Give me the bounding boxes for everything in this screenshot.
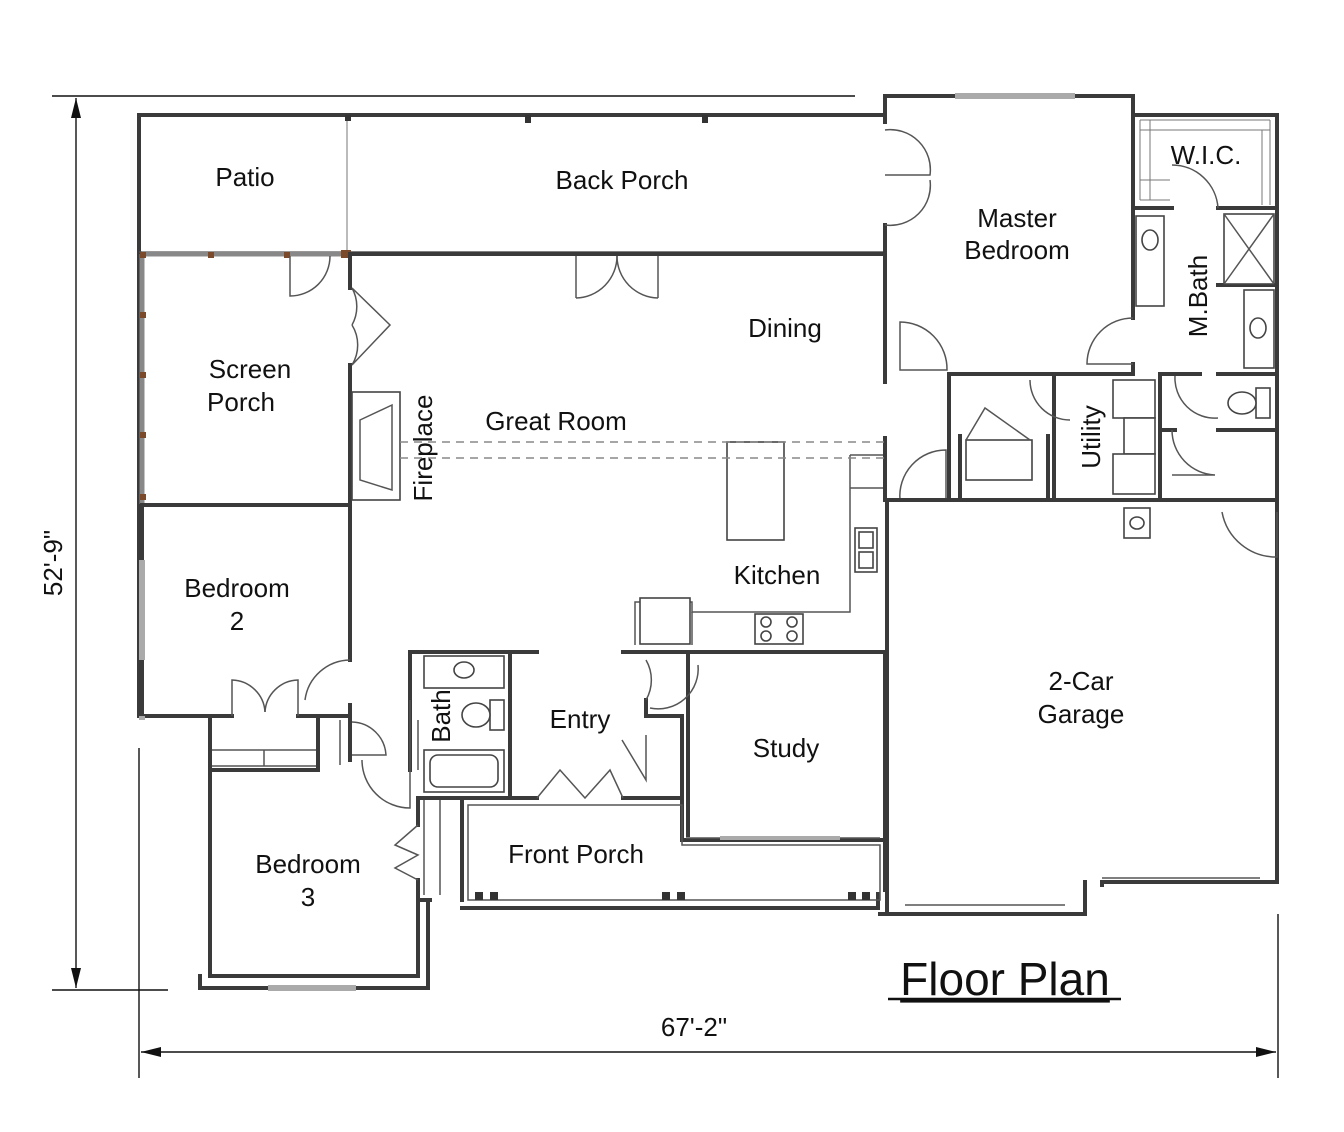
study-label: Study <box>753 733 820 763</box>
master-suite-walls <box>884 94 1279 502</box>
front-porch-label: Front Porch <box>508 839 644 869</box>
width-dimension <box>138 748 1279 1078</box>
bath-label: Bath <box>426 689 456 743</box>
screen-porch-walls <box>139 250 351 504</box>
m-bath-label: M.Bath <box>1183 255 1213 337</box>
great-room-doors <box>351 255 659 366</box>
great-room-label: Great Room <box>485 406 627 436</box>
room-labels: Patio Back Porch Master Bedroom W.I.C. M… <box>184 140 1241 912</box>
master-bedroom-label-line2: Bedroom <box>964 235 1070 265</box>
bedroom2-label-line2: 2 <box>230 606 244 636</box>
garage-walls <box>878 498 1279 916</box>
wic-label: W.I.C. <box>1171 140 1242 170</box>
back-porch-label: Back Porch <box>556 165 689 195</box>
depth-dimension <box>52 95 855 991</box>
depth-dimension-label: 52'-9" <box>38 530 68 596</box>
garage-label-line1: 2-Car <box>1048 666 1113 696</box>
fireplace-label: Fireplace <box>408 395 438 502</box>
bedroom3-label-line1: Bedroom <box>255 849 361 879</box>
bedroom3-label-line2: 3 <box>301 882 315 912</box>
dining-label: Dining <box>748 313 822 343</box>
screen-porch-label-line1: Screen <box>209 354 291 384</box>
kitchen-label: Kitchen <box>734 560 821 590</box>
windows <box>139 93 1075 991</box>
width-dimension-label: 67'-2" <box>661 1012 727 1042</box>
utility-label: Utility <box>1076 405 1106 469</box>
hall-bath-fixtures <box>423 655 505 793</box>
bedroom2-label-line1: Bedroom <box>184 573 290 603</box>
kitchen-fixtures <box>639 527 878 645</box>
front-porch-area <box>467 804 881 901</box>
floor-plan-title: Floor Plan <box>900 953 1110 1005</box>
bedroom-doors <box>212 659 441 895</box>
patio-label: Patio <box>215 162 274 192</box>
garage-label-line2: Garage <box>1038 699 1125 729</box>
entry-label: Entry <box>550 704 611 734</box>
fireplace-unit <box>351 391 401 501</box>
entry-doors <box>536 659 880 839</box>
master-bedroom-label-line1: Master <box>977 203 1057 233</box>
screen-porch-label-line2: Porch <box>207 387 275 417</box>
